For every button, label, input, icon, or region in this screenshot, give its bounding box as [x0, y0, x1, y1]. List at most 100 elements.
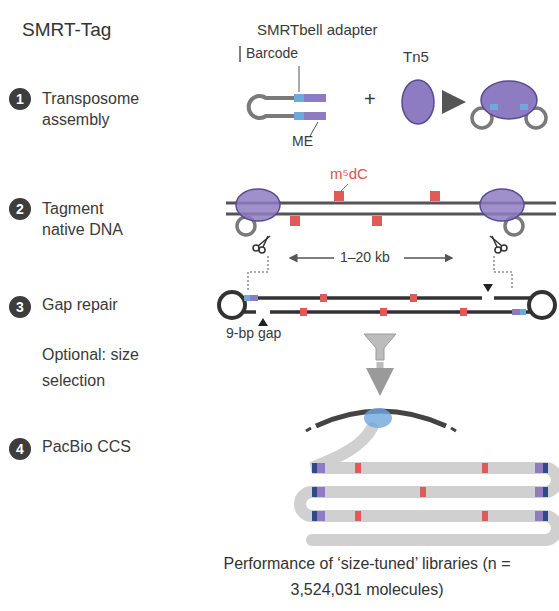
read-marks-part: [543, 487, 548, 497]
size-selection-funnel-part: [377, 362, 384, 382]
leader-line-part: [299, 66, 300, 92]
assembly-arrow-part: [446, 100, 462, 104]
scissors-part: [263, 236, 268, 247]
step-number-circle: 4: [9, 438, 31, 460]
part-label: SMRTbell adapter: [257, 21, 378, 38]
transposome-complex-part: [481, 81, 537, 119]
gapped-molecule-part: [244, 295, 250, 301]
step-number-circle: 1: [9, 88, 31, 110]
gapped-molecule-part: [380, 308, 387, 316]
scissors-part: [490, 236, 502, 246]
smrtbell-adapter-part: [294, 112, 304, 120]
read-marks-part: [317, 511, 325, 521]
read-marks-part: [355, 463, 361, 473]
methyl-mark-part: [290, 216, 300, 226]
callout-number: 3: [16, 299, 24, 315]
plus-sign: +: [364, 88, 376, 111]
polymerase-template-part: [451, 428, 456, 431]
size-range: 1–20 kb: [340, 249, 390, 265]
read-marks-part: [420, 487, 426, 497]
step-label: Optional: size selection: [42, 342, 152, 394]
read-marks-part: [317, 487, 325, 497]
size-arrow-part: [404, 257, 452, 259]
gapped-molecule-part: [219, 292, 245, 318]
smrtbell-adapter-part: [249, 96, 300, 118]
transposome-complex-part: [520, 104, 528, 110]
read-marks-part: [535, 463, 543, 473]
step-label: Gap repair: [42, 296, 118, 314]
read-marks-part: [543, 463, 548, 473]
gapped-molecule-part: [520, 309, 526, 315]
read-marks-part: [312, 487, 317, 497]
read-marks-part: [482, 463, 488, 473]
size-selection-funnel: [364, 334, 396, 382]
gapped-molecule-part: [512, 309, 520, 315]
polymerase-template-part: [300, 428, 557, 540]
read-marks-part: [482, 511, 488, 521]
read-marks-part: [317, 463, 325, 473]
part-label: Tn5: [403, 48, 429, 65]
bound-transposome-part: [236, 189, 280, 221]
bound-transposome: [236, 189, 524, 235]
gapped-molecule-part: [242, 296, 482, 300]
gapped-molecule-part: [270, 310, 532, 314]
callout-number: 4: [16, 441, 24, 457]
assembly-arrow: [446, 102, 462, 103]
gapped-molecule-part: [242, 310, 256, 314]
gapped-molecule-part: [460, 308, 467, 316]
methyl-label: m⁵dC: [330, 165, 368, 182]
callout-number: 1: [16, 91, 24, 107]
size-arrow-part: [290, 257, 334, 259]
leader-line: [240, 46, 318, 136]
step-label: PacBio CCS: [42, 438, 131, 456]
step-number-circle: 2: [9, 198, 31, 220]
transposome-complex-part: [490, 104, 498, 110]
methyl-mark-part: [430, 191, 440, 201]
gap-label: 9-bp gap: [226, 325, 281, 341]
bound-transposome-part: [480, 189, 524, 221]
read-marks: [312, 463, 548, 521]
transposome-complex: [472, 81, 546, 128]
step-label: Transposome assembly: [42, 88, 152, 130]
gap-marker-part: [258, 318, 268, 326]
part-label: Barcode: [246, 45, 298, 61]
gapped-molecule-part: [494, 296, 532, 300]
read-marks-part: [535, 511, 543, 521]
tn5-enzyme: [402, 80, 434, 124]
methyl-mark-part: [372, 216, 382, 226]
gap-marker-part: [483, 284, 493, 292]
callout-number: 2: [16, 201, 24, 217]
methyl-mark-part: [340, 184, 348, 192]
gapped-molecule-part: [300, 308, 307, 316]
figure-title: SMRT-Tag: [22, 19, 111, 41]
figure-caption: Performance of ‘size-tuned’ libraries (n…: [212, 551, 522, 603]
polymerase-template: [300, 408, 557, 540]
dashed-guide-part: [494, 256, 512, 290]
part-label: ME: [292, 133, 313, 149]
read-marks-part: [312, 511, 317, 521]
read-marks-part: [543, 511, 548, 521]
scissors-part: [259, 247, 265, 253]
read-marks-part: [535, 487, 543, 497]
gapped-molecule-part: [250, 295, 258, 301]
gapped-molecule-part: [529, 292, 555, 318]
tn5-enzyme-part: [402, 80, 434, 124]
methyl-mark-part: [334, 191, 344, 201]
smrtbell-adapter-part: [304, 112, 326, 120]
size-selection-funnel-part: [364, 334, 396, 360]
smrtbell-adapter-part: [304, 94, 326, 102]
step-number-circle: 3: [9, 296, 31, 318]
polymerase-template-part: [306, 428, 311, 431]
scissors-part: [495, 247, 501, 253]
smrtbell-adapter: [249, 94, 326, 120]
polymerase-template-part: [364, 408, 392, 428]
leader-line-part: [239, 46, 241, 62]
dashed-guide-part: [248, 256, 268, 290]
smrtbell-adapter-part: [294, 94, 304, 102]
gapped-molecule: [219, 292, 555, 318]
gapped-molecule-part: [320, 294, 327, 302]
methyl-mark: [290, 184, 440, 226]
read-marks-part: [355, 511, 361, 521]
step-label: Tagment native DNA: [42, 198, 137, 240]
